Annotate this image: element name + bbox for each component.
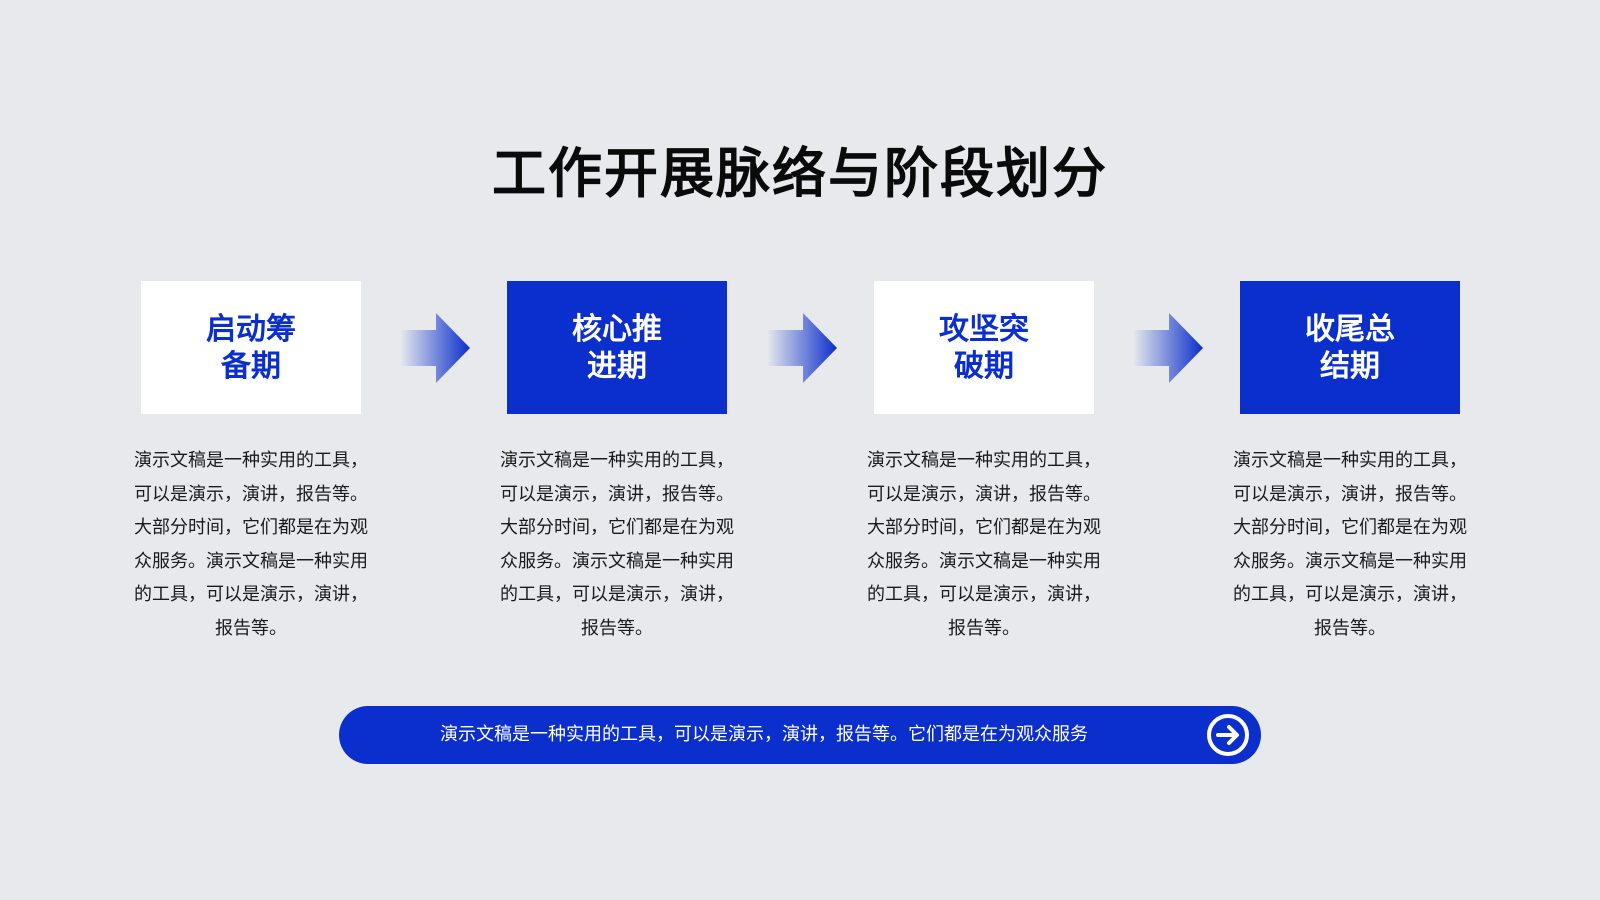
- stage-box-3: 攻坚突破期: [874, 281, 1094, 414]
- footer-banner: 演示文稿是一种实用的工具，可以是演示，演讲，报告等。它们都是在为观众服务: [339, 706, 1261, 764]
- stage-name-3: 攻坚突破期: [939, 311, 1029, 384]
- stage-box-2: 核心推进期: [507, 281, 727, 414]
- stage-box-1: 启动筹备期: [141, 281, 361, 414]
- arrow-right-circle-icon[interactable]: [1205, 712, 1251, 758]
- stage-description-1: 演示文稿是一种实用的工具，可以是演示，演讲，报告等。大部分时间，它们都是在为观众…: [134, 450, 368, 639]
- footer-text: 演示文稿是一种实用的工具，可以是演示，演讲，报告等。它们都是在为观众服务: [440, 724, 1088, 745]
- stage-card-3: 攻坚突破期 演示文稿是一种实用的工具，可以是演示，演讲，报告等。大部分时间，它们…: [867, 281, 1101, 645]
- stage-description-4: 演示文稿是一种实用的工具，可以是演示，演讲，报告等。大部分时间，它们都是在为观众…: [1233, 450, 1467, 639]
- stage-card-2: 核心推进期 演示文稿是一种实用的工具，可以是演示，演讲，报告等。大部分时间，它们…: [500, 281, 734, 645]
- stage-name-1: 启动筹备期: [206, 311, 296, 384]
- stage-box-4: 收尾总结期: [1240, 281, 1460, 414]
- slide-title: 工作开展脉络与阶段划分: [492, 142, 1108, 205]
- stage-card-4: 收尾总结期 演示文稿是一种实用的工具，可以是演示，演讲，报告等。大部分时间，它们…: [1233, 281, 1467, 645]
- arrow-right-icon: [767, 313, 837, 383]
- arrow-right-icon: [1133, 313, 1203, 383]
- stage-name-4: 收尾总结期: [1305, 311, 1395, 384]
- stage-description-2: 演示文稿是一种实用的工具，可以是演示，演讲，报告等。大部分时间，它们都是在为观众…: [500, 450, 734, 639]
- stage-description-3: 演示文稿是一种实用的工具，可以是演示，演讲，报告等。大部分时间，它们都是在为观众…: [867, 450, 1101, 639]
- arrow-right-icon: [400, 313, 470, 383]
- stage-card-1: 启动筹备期 演示文稿是一种实用的工具，可以是演示，演讲，报告等。大部分时间，它们…: [134, 281, 368, 645]
- stage-name-2: 核心推进期: [572, 311, 662, 384]
